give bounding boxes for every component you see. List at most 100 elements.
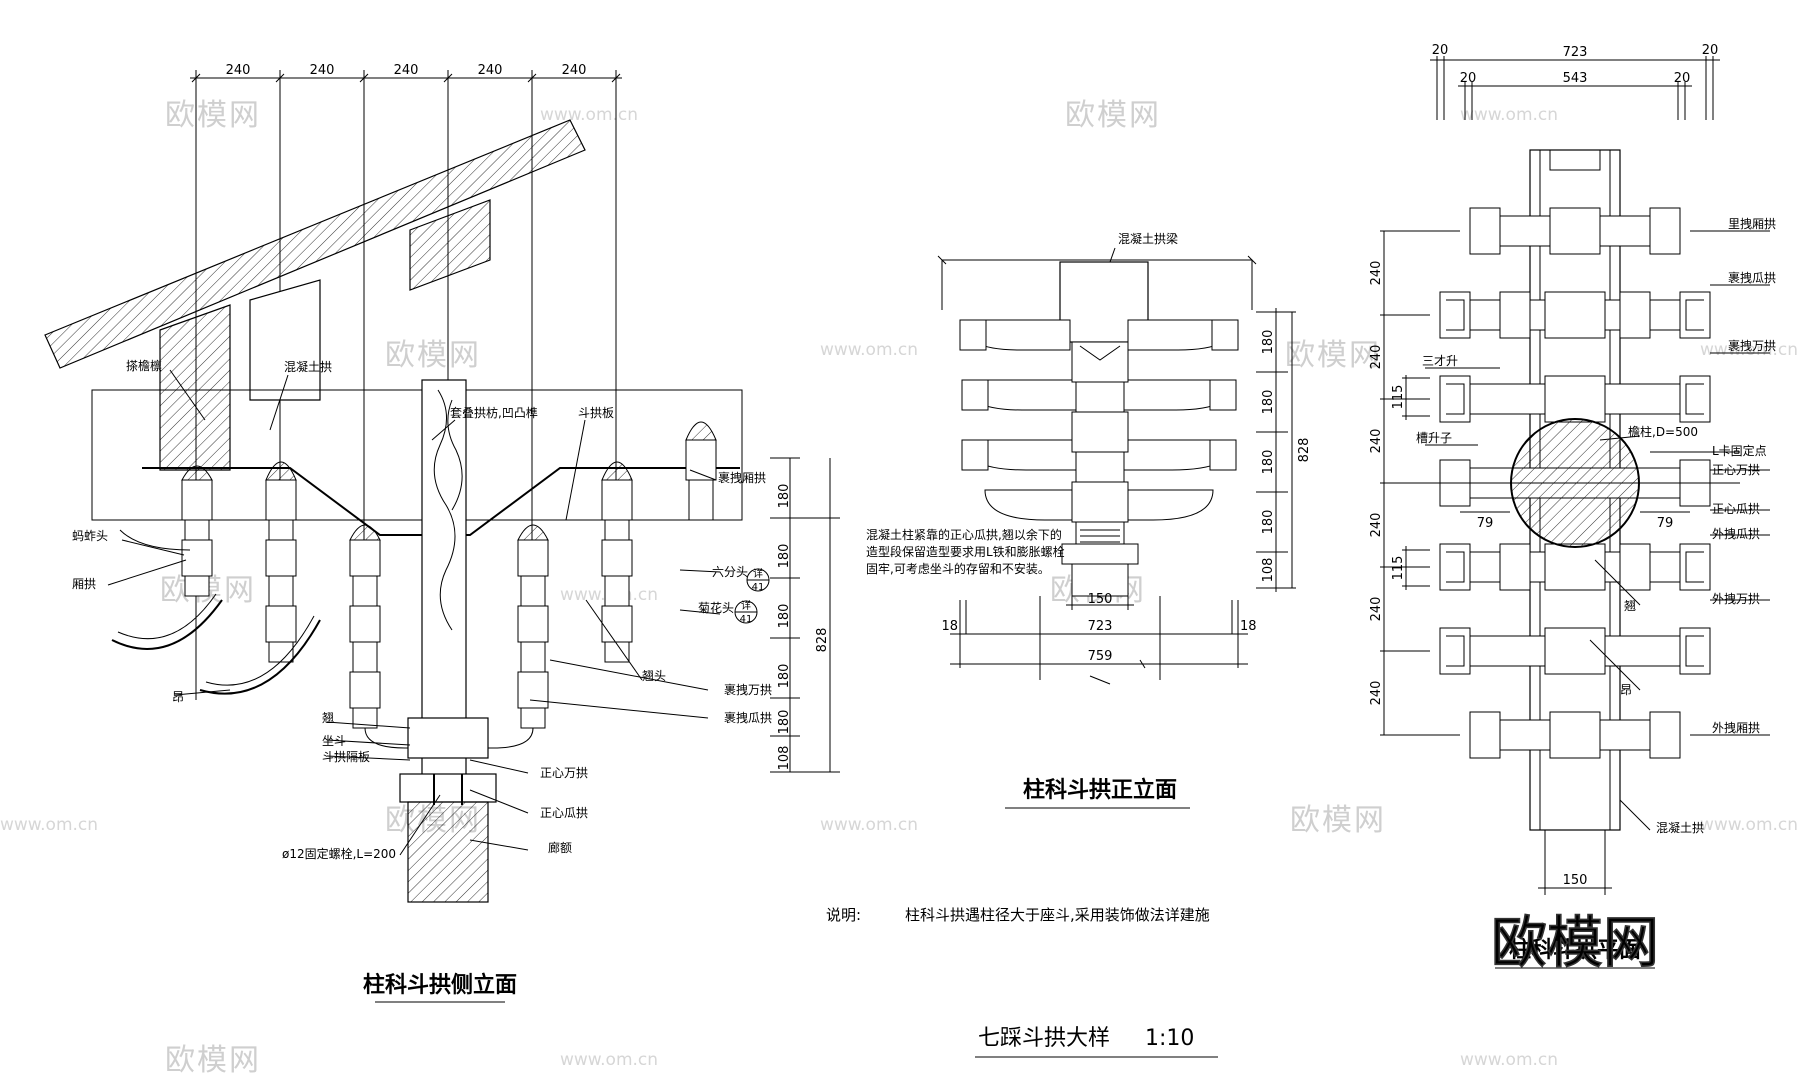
watermark-url: www.om.cn [0, 815, 98, 835]
main-title-scale: 1:10 [1145, 1026, 1194, 1051]
detail-ref-tag: 详 41 [746, 567, 770, 593]
label-side-2: 混凝土拱 [284, 359, 332, 374]
label-side-7: 厢拱 [72, 577, 96, 591]
dim-front-right-4: 180 [1261, 510, 1276, 535]
dim-plan-inner-left: 20 [1460, 71, 1477, 86]
bracket-stacks [181, 421, 717, 749]
label-side-9: 菊花头 [698, 600, 734, 615]
main-title: 七踩斗拱大样 1:10 [975, 1026, 1218, 1058]
front-note-line-1: 混凝土柱紧靠的正心瓜拱,翘以余下的 [866, 527, 1062, 542]
dim-side-top-2: 240 [310, 63, 335, 78]
label-plan-r8: 外拽万拱 [1712, 592, 1760, 606]
watermark-brand: 欧模网 [1285, 338, 1381, 373]
dim-front-bottom-outer: 759 [1088, 649, 1113, 664]
explanation-text: 柱科斗拱遇柱径大于座斗,采用装饰做法详建施 [905, 906, 1210, 924]
label-side-6: 蚂蚱头 [72, 528, 108, 543]
dim-plan-left-6: 115 [1391, 556, 1406, 581]
dim-side-right-5: 180 [777, 710, 792, 735]
watermark-url: www.om.cn [1460, 105, 1558, 125]
dim-plan-left-5: 240 [1369, 513, 1384, 538]
front-brackets [959, 319, 1239, 597]
label-plan-r3: 裹拽万拱 [1728, 338, 1776, 353]
dim-side-top-1: 240 [226, 63, 251, 78]
label-plan-r10: 混凝土拱 [1656, 820, 1704, 835]
watermark-url: www.om.cn [1700, 340, 1798, 360]
label-side-15: 裹拽万拱 [724, 682, 772, 697]
side-view: 240 240 240 240 240 [44, 63, 840, 1003]
label-side-1: 搽檐檩 [126, 358, 162, 373]
label-plan-c2: 翘 [1624, 599, 1636, 613]
plan-view-title: 柱科斗拱平面 [1509, 938, 1641, 963]
dim-plan-outer-left: 20 [1432, 43, 1449, 58]
watermark-brand: 欧模网 [1065, 98, 1161, 133]
label-side-14: 斗拱隔板 [322, 750, 370, 764]
svg-text:41: 41 [752, 582, 765, 593]
dim-plan-inner-right: 20 [1674, 71, 1691, 86]
label-plan-r7: 外拽瓜拱 [1712, 527, 1760, 541]
dim-plan-79-left: 79 [1477, 516, 1494, 531]
dim-plan-outer-right: 20 [1702, 43, 1719, 58]
front-view: 混凝土拱梁 [866, 231, 1312, 809]
label-plan-r4: L卡固定点 [1712, 443, 1767, 458]
label-plan-c1: 檐柱,D=500 [1628, 424, 1698, 439]
dim-front-left-gap: 18 [941, 619, 958, 634]
dim-plan-inner-total: 543 [1563, 71, 1588, 86]
label-side-10: 翘头 [642, 669, 666, 683]
side-view-title: 柱科斗拱侧立面 [363, 972, 517, 998]
dim-front-right-1: 180 [1261, 330, 1276, 355]
main-title-text: 七踩斗拱大样 [978, 1026, 1110, 1051]
label-plan-r2: 裹拽瓜拱 [1728, 270, 1776, 285]
front-note-line-3: 固牢,可考虑坐斗的存留和不安装。 [866, 561, 1050, 576]
dim-plan-left-7: 240 [1369, 597, 1384, 622]
label-side-4: 斗拱板 [578, 406, 614, 420]
dim-plan-left-1: 240 [1369, 261, 1384, 286]
label-plan-r9: 外拽厢拱 [1712, 721, 1760, 735]
dim-front-right-2: 180 [1261, 390, 1276, 415]
dim-plan-79-right: 79 [1657, 516, 1674, 531]
dim-plan-left-4: 240 [1369, 429, 1384, 454]
front-top-label: 混凝土拱梁 [1118, 231, 1178, 246]
detail-ref-tag: 详 41 [734, 599, 758, 625]
dim-front-total: 828 [1297, 438, 1312, 463]
dim-side-right-1: 180 [777, 484, 792, 509]
label-side-3: 套叠拱枋,凹凸榫 [450, 405, 538, 420]
dim-front-right-gap: 18 [1240, 619, 1257, 634]
dim-side-right-6: 108 [777, 746, 792, 771]
label-side-5: 裹拽厢拱 [718, 470, 766, 485]
watermark-url: www.om.cn [820, 340, 918, 360]
dim-side-right-3: 180 [777, 604, 792, 629]
label-side-12: 翘 [322, 711, 334, 725]
label-side-8: 六分头 [712, 565, 748, 579]
watermark-brand: 欧模网 [165, 98, 261, 133]
plan-crossarms [1439, 207, 1711, 759]
watermark-url: www.om.cn [1700, 815, 1798, 835]
label-side-13: 坐斗 [322, 734, 346, 748]
label-side-16: 裹拽瓜拱 [724, 710, 772, 725]
rafter [44, 119, 586, 471]
watermark-brand: 欧模网 [385, 338, 481, 373]
dim-side-top-4: 240 [478, 63, 503, 78]
dim-side-right-4: 180 [777, 664, 792, 689]
watermark-brand: 欧模网 [1290, 803, 1386, 838]
svg-text:41: 41 [740, 614, 753, 625]
watermark-url: www.om.cn [560, 1050, 658, 1070]
explanation: 说明: 柱科斗拱遇柱径大于座斗,采用装饰做法详建施 [826, 906, 1210, 924]
label-side-11: 昂 [172, 690, 184, 704]
dim-front-bottom-mid: 723 [1088, 619, 1113, 634]
label-plan-c3: 昂 [1620, 683, 1632, 697]
front-note-line-2: 造型段保留造型要求用L铁和膨胀螺栓 [866, 544, 1065, 559]
explanation-label: 说明: [826, 906, 861, 924]
watermark-url: www.om.cn [820, 815, 918, 835]
plan-view: 723 543 20 20 20 20 [1369, 43, 1776, 977]
dim-side-right-2: 180 [777, 544, 792, 569]
watermark-brand: 欧模网 [165, 1043, 261, 1078]
label-plan-left1: 三才升 [1422, 354, 1458, 368]
svg-text:详: 详 [741, 599, 751, 612]
watermark-url: www.om.cn [540, 105, 638, 125]
dim-plan-left-3: 115 [1391, 385, 1406, 410]
dim-side-top-3: 240 [394, 63, 419, 78]
label-plan-left2: 槽升子 [1416, 431, 1452, 445]
dim-front-right-3: 180 [1261, 450, 1276, 475]
